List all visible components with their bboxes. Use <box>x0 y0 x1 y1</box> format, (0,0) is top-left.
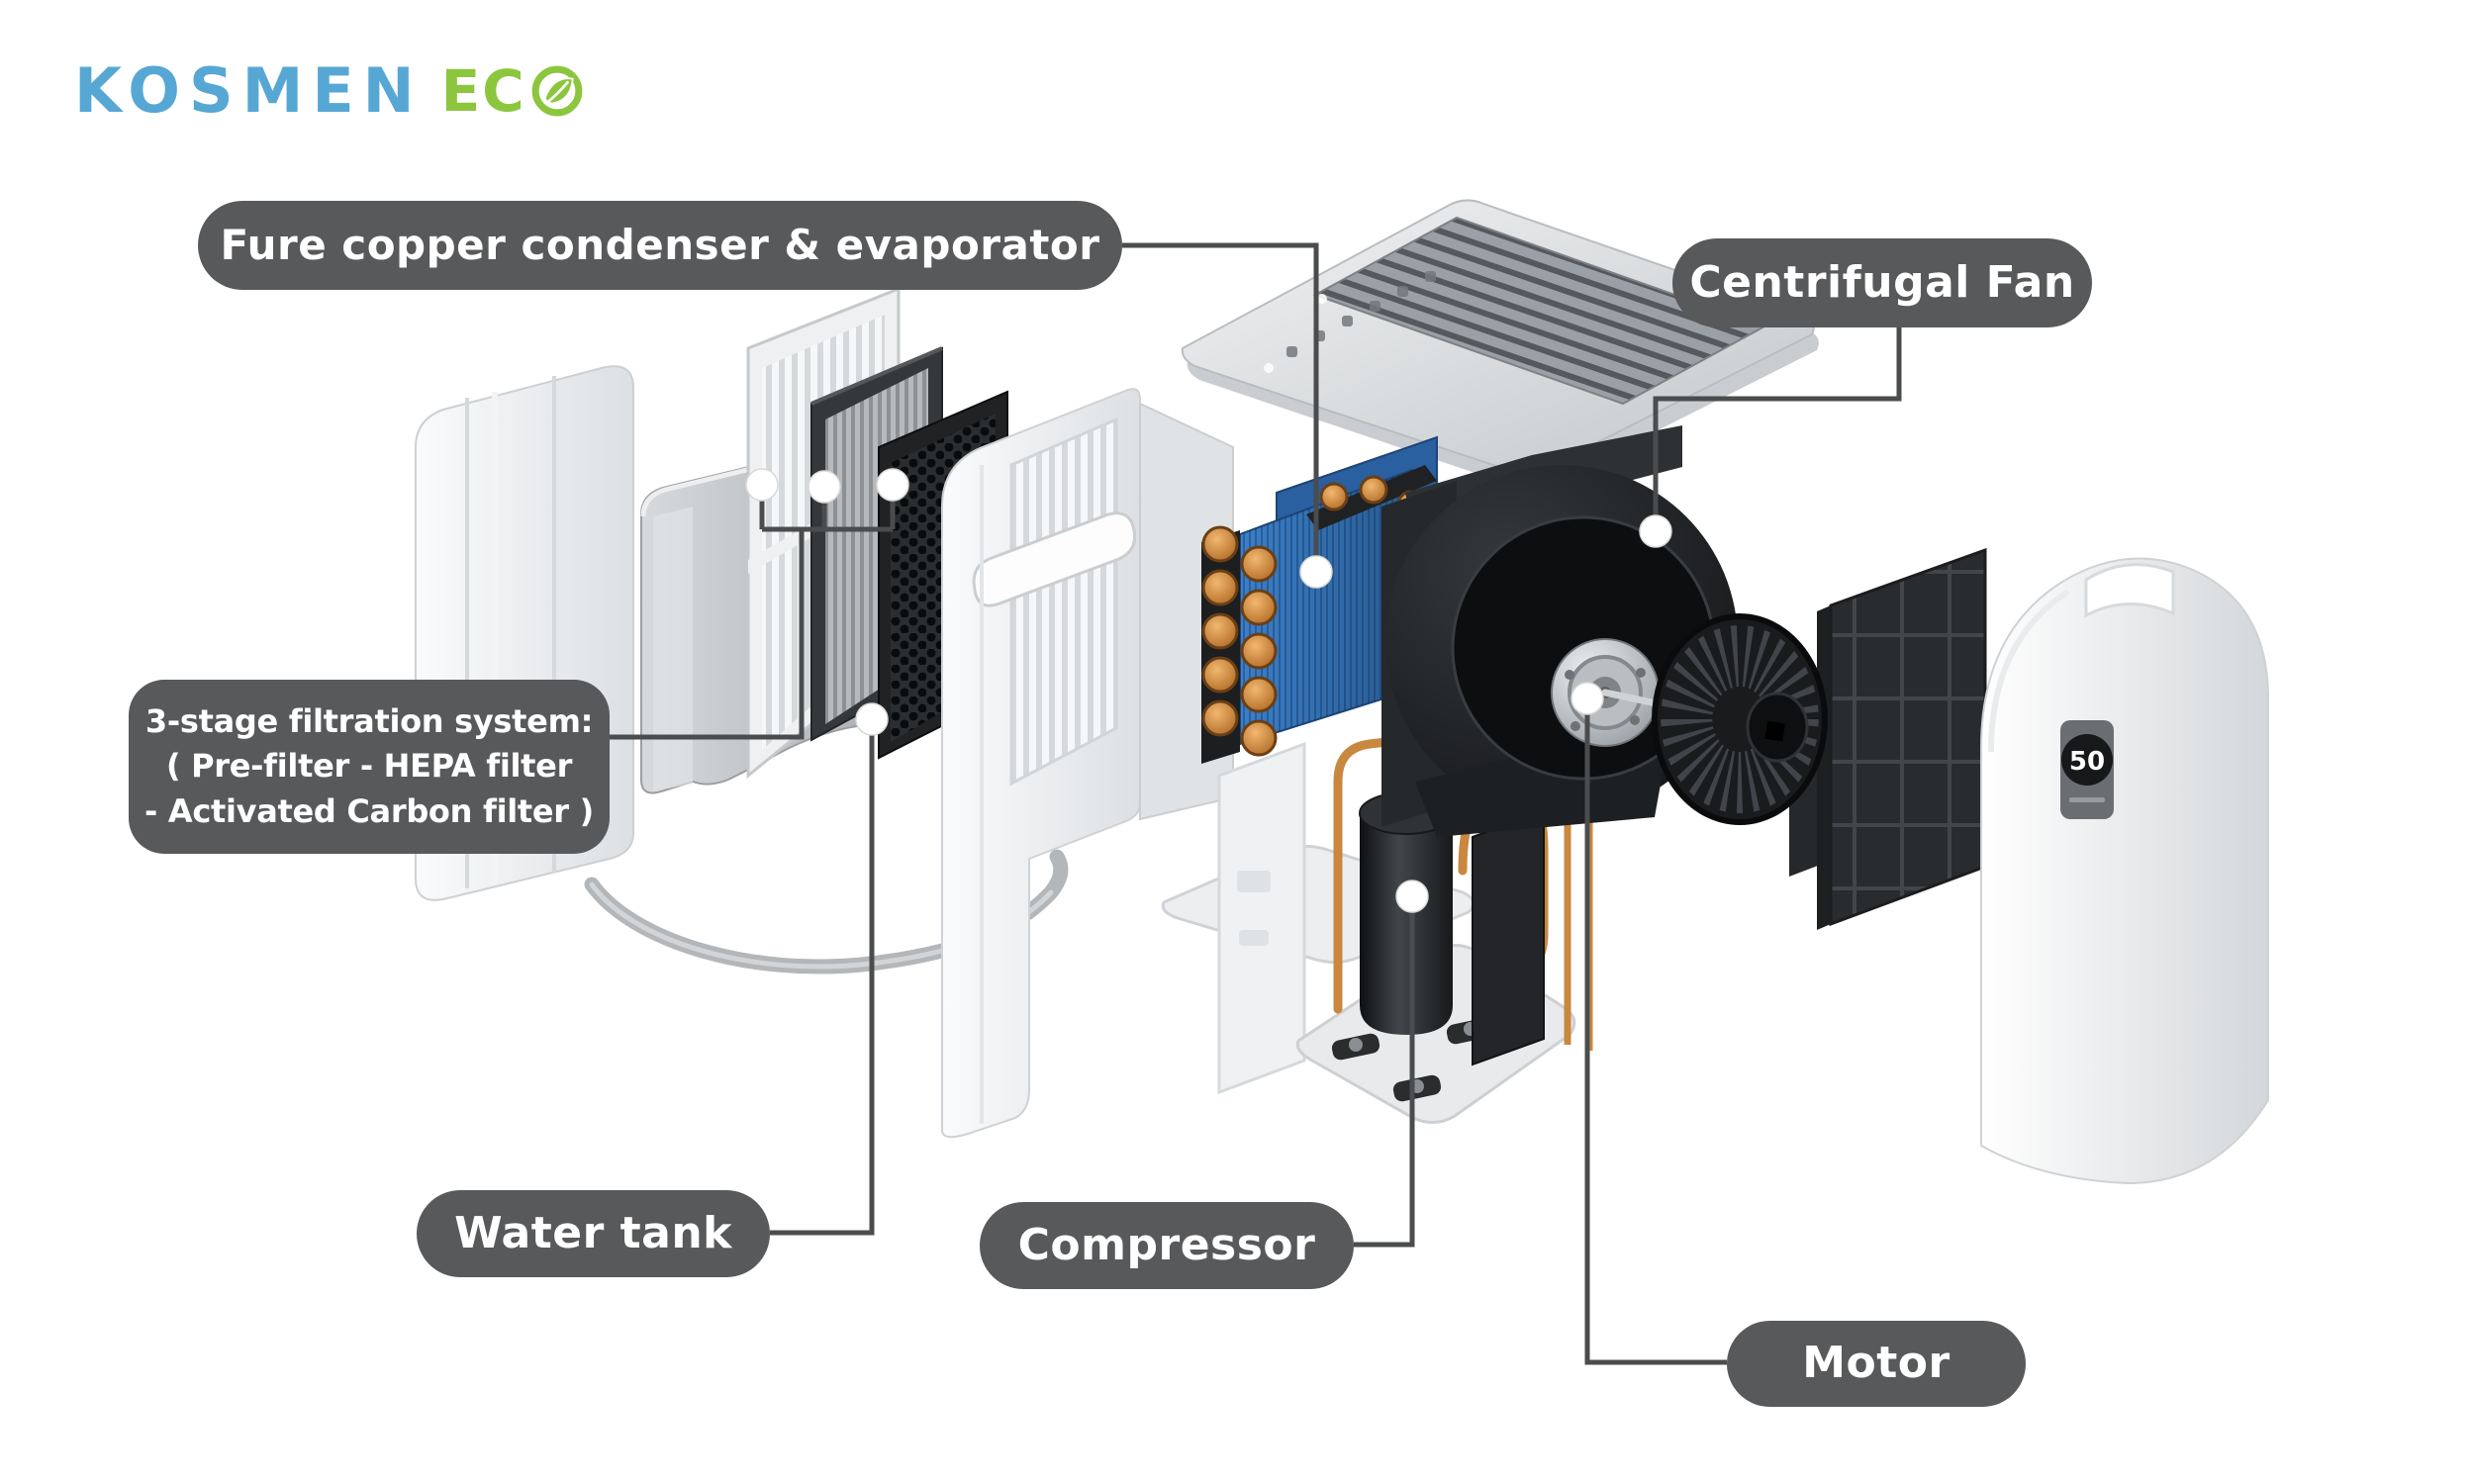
label-compressor: Compressor <box>980 1202 1354 1289</box>
filtration-line-3: - Activated Carbon filter ) <box>144 791 594 830</box>
filtration-line-2: ( Pre-filter - HEPA filter <box>165 747 573 786</box>
part-fan-housing <box>1381 425 1738 837</box>
brand-logo: KOSMEN EC <box>74 54 585 127</box>
connector-motor <box>1584 698 1727 1365</box>
connector-condenser <box>1122 242 1319 572</box>
brand-wordmark: KOSMEN <box>74 54 424 127</box>
connector-compressor <box>1354 896 1415 1248</box>
brand-eco-text: EC <box>440 56 526 125</box>
part-body-shell <box>941 388 1141 1139</box>
callout-connectors <box>610 242 1902 1365</box>
connector-fan <box>1653 327 1902 531</box>
label-water-tank: Water tank <box>417 1190 770 1277</box>
label-condenser-evaporator: Fure copper condenser & evaporator <box>198 201 1122 290</box>
brand-eco: EC <box>441 57 585 125</box>
label-motor: Motor <box>1727 1321 2026 1407</box>
humidity-display-badge: 50 <box>2060 720 2114 819</box>
label-centrifugal-fan: Centrifugal Fan <box>1672 238 2092 327</box>
copper-coils <box>1201 475 1426 757</box>
label-filtration-system: 3-stage filtration system: ( Pre-filter … <box>129 680 610 854</box>
touch-controls <box>1264 271 1436 373</box>
part-fan-wheel <box>1652 613 1828 825</box>
humidity-value: 50 <box>2069 747 2105 777</box>
leaf-o-icon <box>531 65 583 116</box>
connector-filtration <box>610 487 896 740</box>
filtration-line-1: 3-stage filtration system: <box>144 701 594 740</box>
part-outer-shell: 50 <box>1980 557 2269 1185</box>
callout-dots <box>745 468 1672 913</box>
connector-water-tank <box>770 719 875 1236</box>
